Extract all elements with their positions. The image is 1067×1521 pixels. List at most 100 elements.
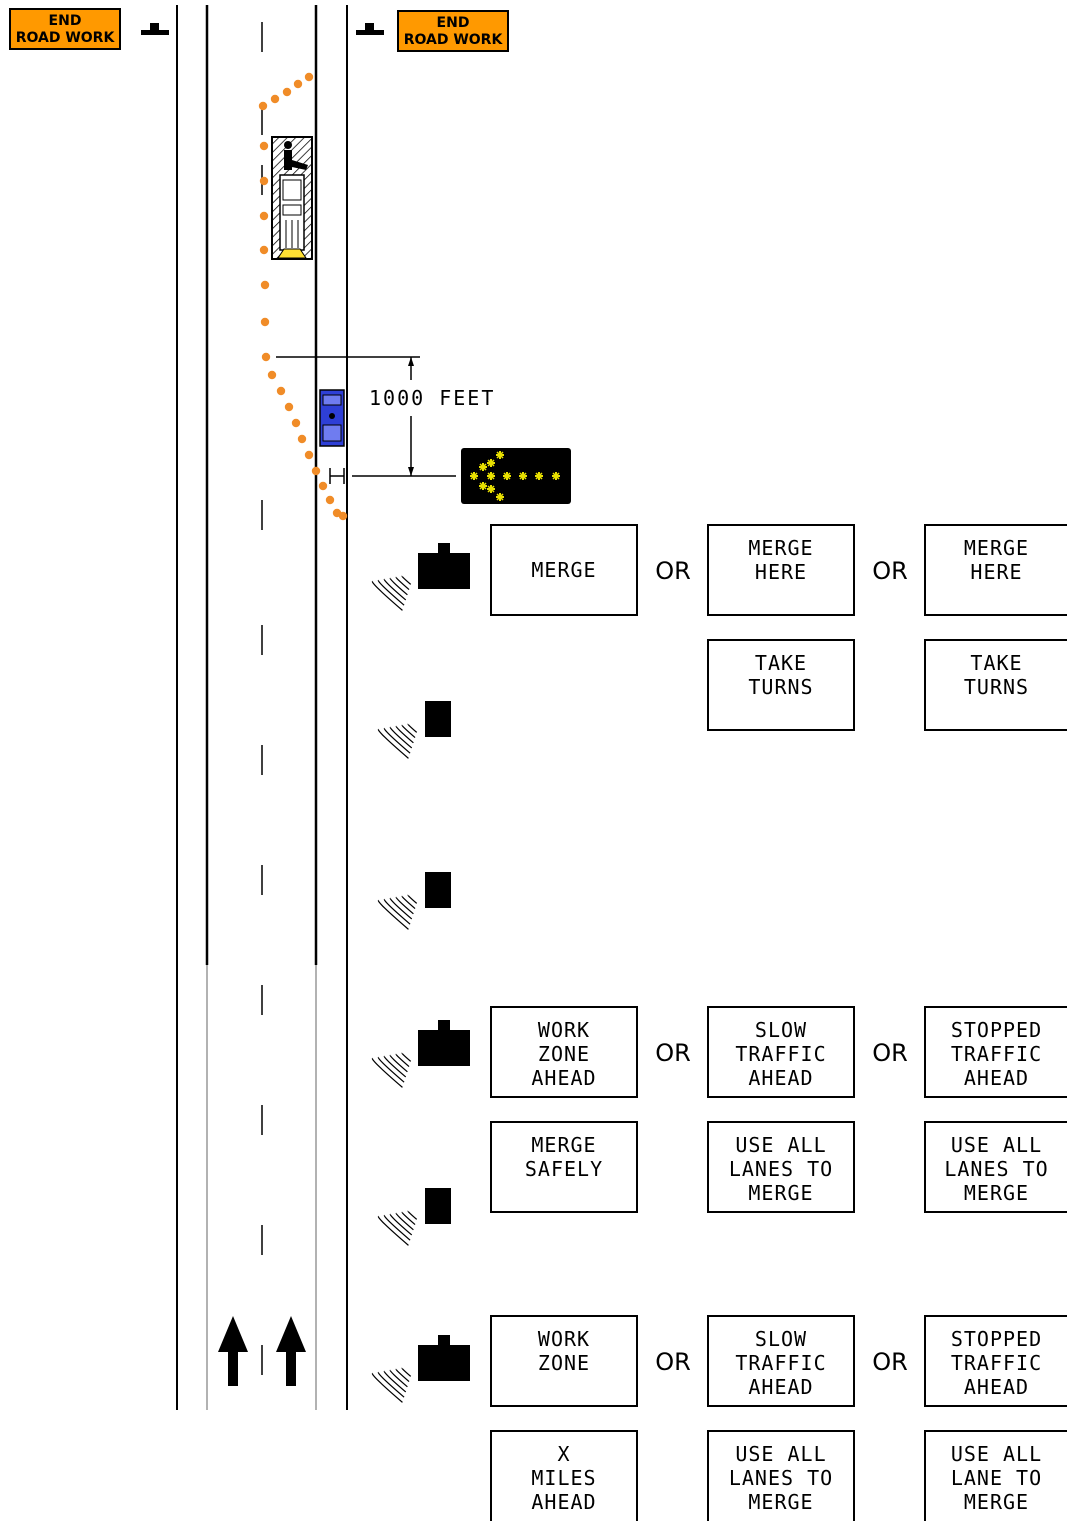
or-label: OR — [872, 1348, 908, 1376]
message-g2-opt2-phase2: USE ALL LANES TO MERGE — [707, 1121, 855, 1213]
message-line: MERGE — [963, 1181, 1030, 1205]
message-line: MERGE — [531, 1133, 597, 1157]
message-line: TRAFFIC — [950, 1351, 1043, 1375]
message-g3-opt2-phase2: USE ALL LANES TO MERGE — [707, 1430, 855, 1521]
drum-icon — [318, 481, 328, 491]
light-icon — [479, 482, 487, 490]
message-g1-opt1-phase1: MERGE — [490, 524, 638, 616]
end-sign-line2: ROAD WORK — [403, 32, 503, 48]
light-icon — [519, 472, 527, 480]
sensor-icon — [377, 701, 451, 759]
message-line: TAKE — [754, 651, 808, 675]
drum-icon — [338, 511, 348, 521]
message-g3-opt3-phase2: USE ALL LANE TO MERGE — [924, 1430, 1067, 1521]
light-icon — [503, 472, 511, 480]
dimension-1000-feet — [276, 356, 456, 484]
drum-icon — [325, 495, 335, 505]
portable-message-sign-icon — [371, 543, 470, 611]
dimension-label: 1000 FEET — [369, 386, 496, 410]
drum-icon — [284, 402, 294, 412]
radar-wave-icon — [377, 723, 418, 759]
work-vehicle — [271, 136, 313, 260]
drum-icon — [304, 72, 314, 82]
message-line: ZONE — [537, 1042, 591, 1066]
light-icon — [552, 472, 560, 480]
message-line: SLOW — [754, 1018, 808, 1042]
sensor-units — [377, 701, 451, 1246]
drum-icon — [311, 466, 321, 476]
drum-icon — [276, 386, 286, 396]
message-line: AHEAD — [531, 1490, 597, 1514]
message-line: AHEAD — [963, 1066, 1030, 1090]
message-line: AHEAD — [531, 1066, 597, 1090]
traffic-direction-arrows — [218, 1316, 306, 1386]
message-line: TRAFFIC — [950, 1042, 1043, 1066]
message-line: AHEAD — [748, 1375, 814, 1399]
message-line: AHEAD — [963, 1375, 1030, 1399]
light-icon — [487, 459, 495, 467]
drum-icon — [259, 211, 269, 221]
end-sign-line2: ROAD WORK — [15, 30, 115, 46]
light-icon — [535, 472, 543, 480]
message-line: WORK — [537, 1018, 591, 1042]
drum-icon — [259, 141, 269, 151]
message-line: USE ALL — [950, 1442, 1043, 1466]
or-label: OR — [872, 557, 908, 585]
sign-support-left — [141, 23, 169, 35]
drum-icon — [261, 352, 271, 362]
drum-icon — [260, 317, 270, 327]
message-line: HERE — [754, 560, 808, 584]
drum-icon — [297, 434, 307, 444]
message-line: USE ALL — [950, 1133, 1043, 1157]
channelizing-devices — [258, 72, 348, 521]
message-line: LANES TO — [728, 1466, 834, 1490]
message-line: AHEAD — [748, 1066, 814, 1090]
message-sign-units — [371, 543, 470, 1403]
portable-message-sign-icon — [371, 1020, 470, 1088]
message-line: TRAFFIC — [735, 1042, 827, 1066]
message-g2-opt3-phase2: USE ALL LANES TO MERGE — [924, 1121, 1067, 1213]
message-line: TRAFFIC — [735, 1351, 827, 1375]
message-line: MERGE — [963, 1490, 1030, 1514]
message-g2-opt1-phase1: WORK ZONE AHEAD — [490, 1006, 638, 1098]
or-label: OR — [655, 1348, 691, 1376]
arrow-board — [461, 448, 571, 504]
message-g3-opt2-phase1: SLOW TRAFFIC AHEAD — [707, 1315, 855, 1407]
drum-icon — [259, 245, 269, 255]
message-line: MERGE — [531, 558, 597, 582]
message-g2-opt1-phase2: MERGE SAFELY — [490, 1121, 638, 1213]
radar-wave-icon — [377, 1210, 418, 1246]
message-line: MILES — [531, 1466, 597, 1490]
drum-icon — [304, 450, 314, 460]
radar-wave-icon — [377, 894, 418, 930]
drum-icon — [258, 101, 268, 111]
radar-wave-icon — [371, 1367, 412, 1403]
or-label: OR — [872, 1039, 908, 1067]
drum-icon — [259, 176, 269, 186]
end-road-work-sign-right: END ROAD WORK — [397, 10, 509, 52]
radar-wave-icon — [371, 575, 412, 611]
sign-support-right — [356, 23, 384, 35]
message-g3-opt3-phase1: STOPPED TRAFFIC AHEAD — [924, 1315, 1067, 1407]
message-g1-opt3-phase1: MERGE HERE — [924, 524, 1067, 616]
message-line: SAFELY — [524, 1157, 604, 1181]
message-line: STOPPED — [950, 1018, 1043, 1042]
message-line: X — [557, 1442, 571, 1466]
message-g1-opt2-phase1: MERGE HERE — [707, 524, 855, 616]
message-g1-opt3-phase2: TAKE TURNS — [924, 639, 1067, 731]
message-line: MERGE — [748, 1490, 814, 1514]
message-g3-opt1-phase1: WORK ZONE — [490, 1315, 638, 1407]
or-label: OR — [655, 1039, 691, 1067]
drum-icon — [282, 87, 292, 97]
message-line: MERGE — [963, 536, 1030, 560]
end-sign-line1: END — [48, 13, 82, 29]
message-line: USE ALL — [735, 1133, 827, 1157]
message-line: LANE TO — [950, 1466, 1043, 1490]
light-icon — [470, 472, 478, 480]
drum-icon — [291, 418, 301, 428]
message-line: WORK — [537, 1327, 591, 1351]
portable-message-sign-icon — [371, 1335, 470, 1403]
message-line: ZONE — [537, 1351, 591, 1375]
